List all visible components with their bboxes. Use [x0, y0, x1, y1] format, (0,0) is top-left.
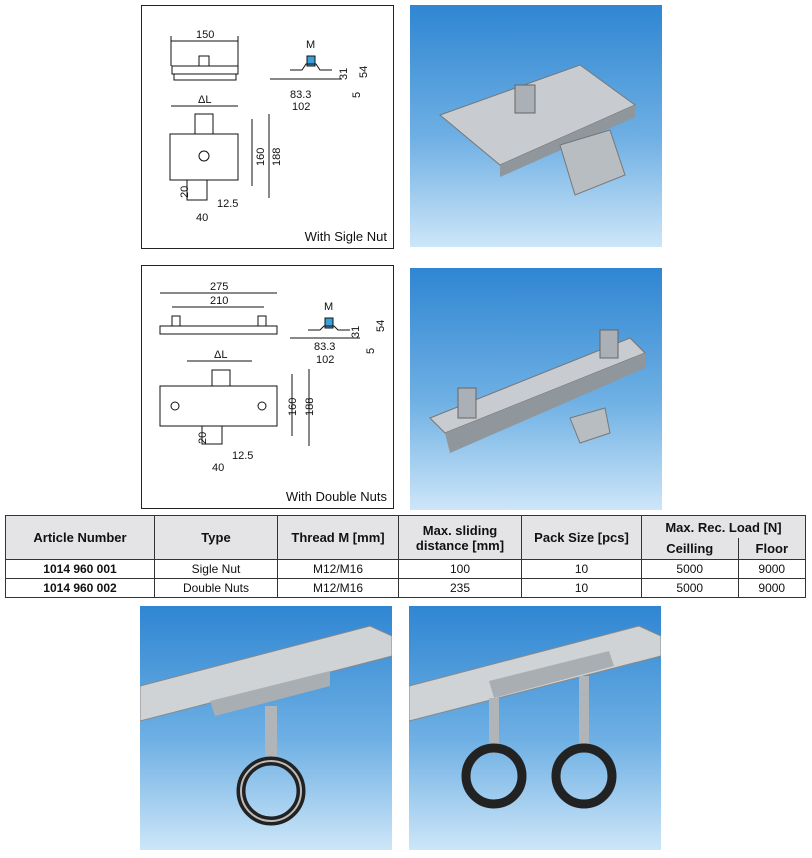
- cell-type: Sigle Nut: [154, 559, 278, 579]
- svg-text:83.3: 83.3: [314, 341, 335, 353]
- header-article: Article Number: [5, 515, 155, 560]
- svg-text:20: 20: [197, 432, 209, 444]
- cell-thread: M12/M16: [277, 578, 399, 598]
- header-type: Type: [154, 515, 278, 560]
- header-ceiling: Ceilling: [641, 538, 739, 560]
- header-floor: Floor: [737, 538, 807, 560]
- cell-article: 1014 960 002: [5, 578, 155, 598]
- svg-text:5: 5: [365, 348, 377, 354]
- cell-pack: 10: [521, 559, 642, 579]
- product-photo-double-nuts: [410, 268, 662, 510]
- product-photo-single-nut: [410, 5, 662, 247]
- svg-text:54: 54: [375, 320, 387, 332]
- technical-drawing-single-nut: 150 M 83.3 102 31 54 5 ΔL 160 188 20 12.…: [141, 5, 394, 249]
- cell-article: 1014 960 001: [5, 559, 155, 579]
- svg-text:40: 40: [196, 212, 208, 224]
- installation-photo-double-nuts: [409, 606, 661, 850]
- header-thread: Thread M [mm]: [277, 515, 399, 560]
- cell-type: Double Nuts: [154, 578, 278, 598]
- cell-pack: 10: [521, 578, 642, 598]
- svg-text:54: 54: [358, 66, 370, 78]
- table-row: 1014 960 002 Double Nuts M12/M16 235 10 …: [5, 578, 807, 598]
- technical-drawing-double-nuts: 275 210 M 83.3 102 31 54 5 ΔL 160 188 20…: [141, 265, 394, 509]
- svg-text:160: 160: [287, 398, 299, 416]
- cell-floor: 9000: [737, 559, 807, 579]
- svg-text:40: 40: [212, 462, 224, 474]
- svg-text:M: M: [306, 39, 315, 51]
- table-row: 1014 960 001 Sigle Nut M12/M16 100 10 50…: [5, 559, 807, 579]
- svg-text:188: 188: [304, 398, 316, 416]
- cell-thread: M12/M16: [277, 559, 399, 579]
- svg-text:5: 5: [351, 92, 363, 98]
- svg-text:12.5: 12.5: [232, 450, 253, 462]
- cell-sliding: 100: [398, 559, 522, 579]
- svg-text:20: 20: [179, 186, 191, 198]
- cell-ceiling: 5000: [641, 578, 739, 598]
- svg-text:210: 210: [210, 295, 228, 307]
- cell-floor: 9000: [737, 578, 807, 598]
- svg-text:M: M: [324, 301, 333, 313]
- installation-photo-single-nut: [140, 606, 392, 850]
- svg-text:12.5: 12.5: [217, 198, 238, 210]
- svg-text:ΔL: ΔL: [198, 94, 211, 106]
- svg-text:188: 188: [271, 148, 283, 166]
- svg-text:83.3: 83.3: [290, 89, 311, 101]
- svg-text:31: 31: [350, 326, 362, 338]
- header-pack: Pack Size [pcs]: [521, 515, 642, 560]
- svg-text:275: 275: [210, 281, 228, 293]
- header-load: Max. Rec. Load [N]: [641, 515, 806, 538]
- svg-text:150: 150: [196, 29, 214, 41]
- cell-ceiling: 5000: [641, 559, 739, 579]
- svg-text:160: 160: [255, 148, 267, 166]
- drawing-caption: With Sigle Nut: [304, 229, 387, 244]
- svg-text:102: 102: [316, 354, 334, 366]
- svg-text:31: 31: [338, 68, 350, 80]
- cell-sliding: 235: [398, 578, 522, 598]
- svg-text:102: 102: [292, 101, 310, 113]
- product-spec-table: Article Number Type Thread M [mm] Max. s…: [5, 515, 807, 598]
- drawing-caption: With Double Nuts: [285, 489, 387, 504]
- svg-text:ΔL: ΔL: [214, 349, 227, 361]
- header-sliding: Max. sliding distance [mm]: [398, 515, 522, 560]
